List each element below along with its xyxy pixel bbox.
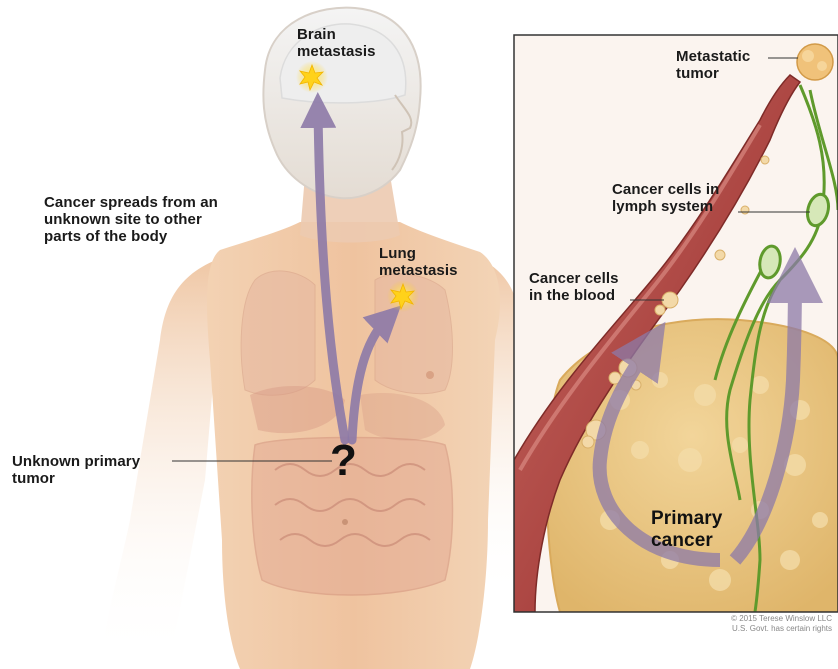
label-blood-cells: Cancer cells in the blood bbox=[529, 270, 619, 304]
metastatic-tumor bbox=[797, 44, 833, 80]
label-metastatic-tumor: Metastatic tumor bbox=[676, 48, 750, 82]
question-mark: ? bbox=[330, 438, 357, 484]
label-brain-metastasis: Brain metastasis bbox=[297, 26, 376, 60]
lung-metastasis-spot bbox=[387, 280, 419, 312]
nipple bbox=[426, 371, 434, 379]
left-lung bbox=[241, 271, 315, 395]
label-lymph-cells: Cancer cells in lymph system bbox=[612, 181, 719, 215]
body-figure bbox=[100, 8, 520, 669]
label-unknown-primary: Unknown primary tumor bbox=[12, 453, 140, 487]
label-lung-metastasis: Lung metastasis bbox=[379, 245, 458, 279]
copyright-notice: © 2015 Terese Winslow LLC U.S. Govt. has… bbox=[731, 614, 832, 634]
label-spreads: Cancer spreads from an unknown site to o… bbox=[44, 194, 218, 245]
label-primary-cancer: Primary cancer bbox=[651, 508, 722, 552]
navel bbox=[342, 519, 348, 525]
brain-metastasis-spot bbox=[296, 61, 328, 93]
